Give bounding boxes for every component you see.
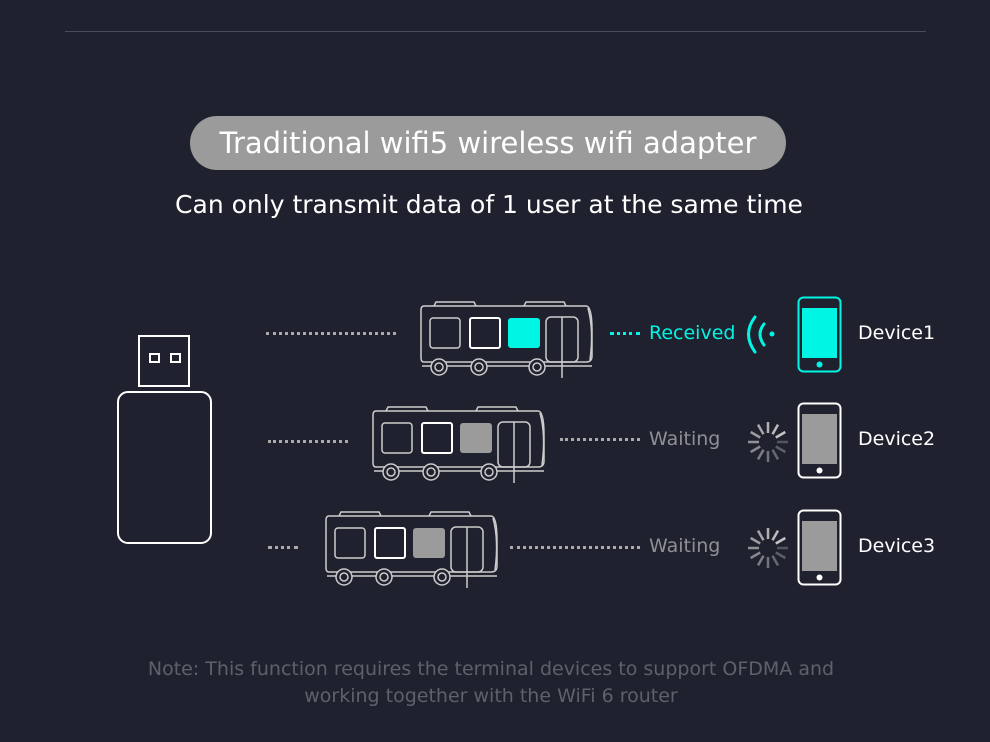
subtitle: Can only transmit data of 1 user at the … (175, 190, 803, 219)
data-path-dots (610, 332, 640, 335)
phone-icon (797, 402, 842, 479)
bus-icon (325, 511, 498, 588)
usb-adapter-icon (117, 335, 212, 544)
data-path-dots (266, 332, 396, 335)
device-label: Device1 (858, 322, 936, 344)
bus-icon (420, 301, 593, 378)
note-line: Note: This function requires the termina… (147, 658, 835, 680)
status-received: Received (649, 322, 736, 344)
status-waiting: Waiting (649, 535, 721, 557)
bus-icon (372, 406, 545, 483)
data-path-dots (268, 440, 348, 443)
note-line: working together with the WiFi 6 router (304, 685, 678, 707)
device-label: Device3 (858, 535, 936, 557)
phone-icon (797, 296, 842, 373)
page-title: Traditional wifi5 wireless wifi adapter (190, 116, 786, 170)
device-label: Device2 (858, 428, 936, 450)
data-packet (460, 423, 492, 453)
phone-icon (797, 509, 842, 586)
status-waiting: Waiting (649, 428, 721, 450)
data-packet (508, 318, 540, 348)
wifi-signal-icon (747, 315, 775, 354)
divider (65, 31, 926, 32)
data-packet (413, 528, 445, 558)
data-path-dots (560, 438, 640, 441)
loading-spinner-icon (748, 422, 788, 462)
footnote: Note: This function requires the termina… (0, 656, 982, 710)
loading-spinner-icon (748, 528, 788, 568)
data-path-dots (268, 546, 298, 549)
data-path-dots (510, 546, 640, 549)
